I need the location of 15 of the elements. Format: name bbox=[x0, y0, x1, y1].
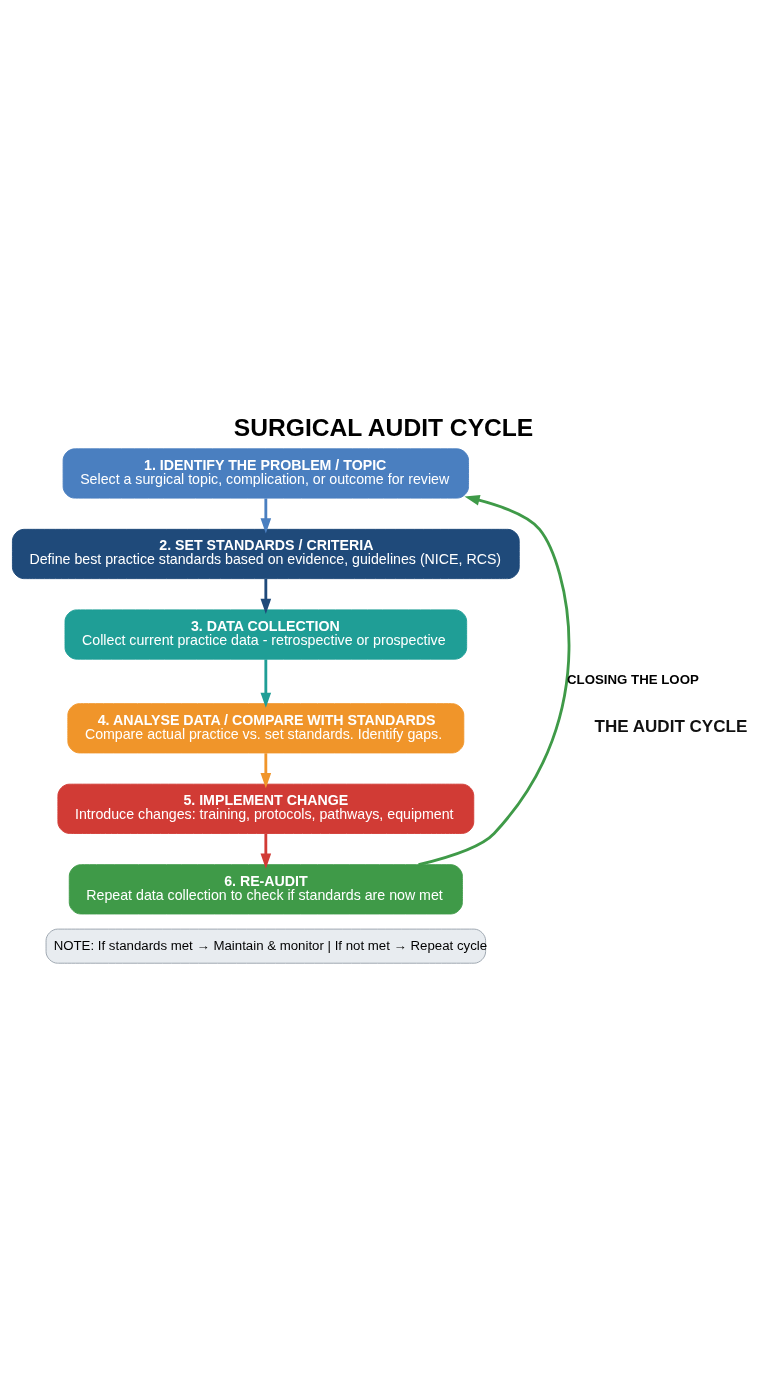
label: THE AUDIT CYCLE bbox=[594, 716, 748, 736]
diagram-title: SURGICAL AUDIT CYCLE bbox=[233, 413, 534, 441]
node-box: 3. DATA COLLECTION Collect current practice data - retrospective or prospective bbox=[64, 608, 468, 660]
node-box: 4. ANALYSE DATA / COMPARE WITH STANDARDS Compare actual practice vs. set standards. Identify gaps. bbox=[67, 702, 465, 753]
arrow bbox=[260, 497, 272, 533]
arrow bbox=[260, 833, 272, 869]
arrow bbox=[260, 578, 272, 614]
arrow bbox=[418, 494, 571, 866]
node-box: 5. IMPLEMENT CHANGE Introduce changes: training, protocols, pathways, equipment bbox=[57, 783, 475, 834]
node-box: 1. IDENTIFY THE PROBLEM / TOPIC Select a surgical topic, complication, or outcome for review bbox=[62, 447, 469, 499]
label: NOTE: If standards met → Maintain & monitor | If not met → Repeat cycle bbox=[53, 937, 488, 953]
node-box: 6. RE-AUDIT Repeat data collection to check if standards are now met bbox=[68, 863, 463, 914]
node-box: 2. SET STANDARDS / CRITERIA Define best practice standards based on evidence, guidelines (NICE, RCS) bbox=[11, 528, 520, 579]
arrow bbox=[260, 752, 272, 788]
arrow bbox=[260, 658, 272, 708]
